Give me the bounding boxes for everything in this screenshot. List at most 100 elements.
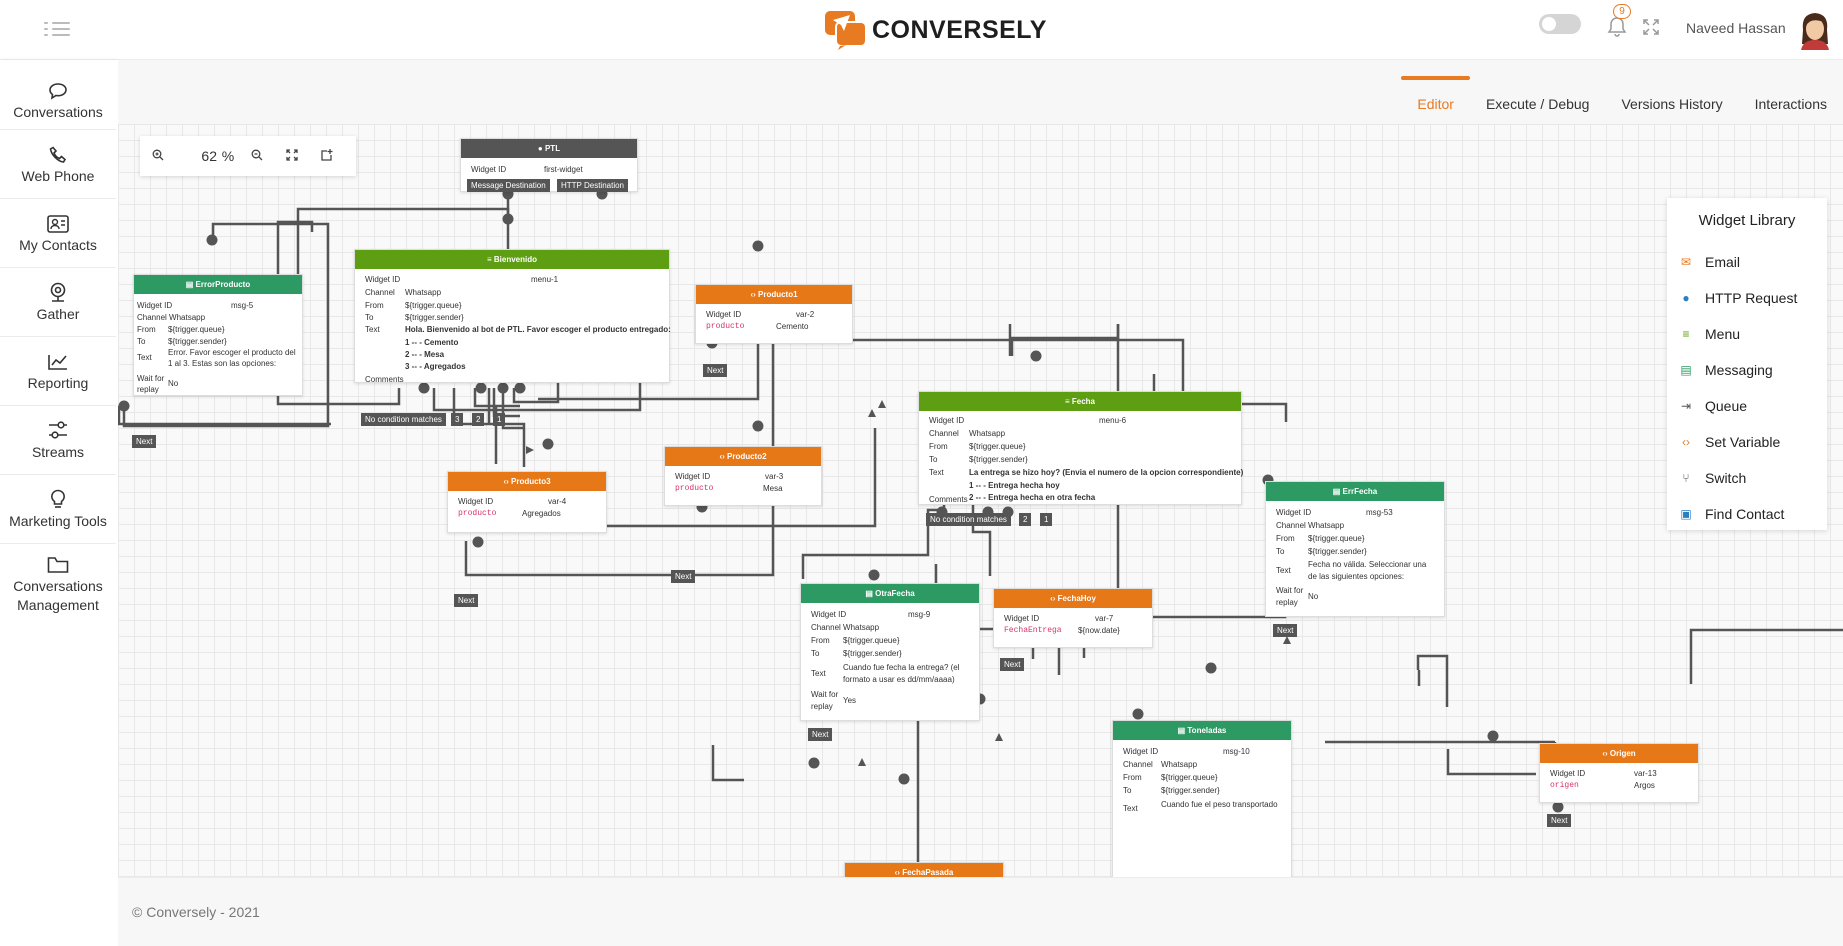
brand[interactable]: CONVERSELY: [824, 10, 1047, 50]
node-origen[interactable]: ‹› Origen Widget ID var-13 origen Argos: [1539, 743, 1699, 803]
sidebar-item-conversations-management[interactable]: Conversations Management: [0, 544, 116, 622]
port-message-destination[interactable]: Message Destination: [467, 179, 550, 192]
menu-toggle-icon[interactable]: [44, 20, 70, 38]
sidebar-item-streams[interactable]: Streams: [0, 406, 116, 475]
port-option-1[interactable]: 1: [493, 413, 506, 426]
fullscreen-icon[interactable]: [1642, 18, 1660, 36]
port-next[interactable]: Next: [1273, 624, 1298, 637]
lightbulb-icon: [51, 489, 65, 508]
footer: © Conversely - 2021: [118, 877, 1843, 946]
add-widget-icon[interactable]: [309, 148, 344, 164]
zoom-in-icon[interactable]: [140, 148, 175, 164]
tab-interactions[interactable]: Interactions: [1754, 96, 1827, 112]
flow-canvas[interactable]: 62 % ● PTL Widget ID first-widget Messag…: [118, 124, 1843, 877]
sidebar-item-conversations[interactable]: Conversations: [0, 68, 116, 130]
port-next[interactable]: Next: [1000, 658, 1025, 671]
user-name[interactable]: Naveed Hassan: [1686, 20, 1786, 36]
wait-value: Yes: [843, 696, 857, 705]
field-label: Comments: [929, 495, 968, 504]
node-error-producto[interactable]: ▤ ErrorProducto Widget ID msg-5 Channel …: [133, 274, 303, 396]
text-value: 1 al 3. Estas son las opciones:: [168, 359, 277, 368]
text-value: Cuando fue fecha la entrega? (el: [843, 663, 960, 672]
port-next[interactable]: Next: [671, 570, 696, 583]
node-otra-fecha[interactable]: ▤ OtraFecha Widget ID msg-9 Channel What…: [800, 583, 980, 721]
sidebar-item-gather[interactable]: Gather: [0, 268, 116, 337]
sidebar-item-label: Reporting: [27, 375, 89, 391]
port-no-condition[interactable]: No condition matches: [926, 513, 1011, 526]
chat-bubble-icon: [49, 83, 67, 100]
node-fecha[interactable]: ≡ Fecha Widget ID menu-6 Channel Whatsap…: [918, 391, 1243, 505]
widget-queue[interactable]: ⇥ Queue: [1667, 388, 1827, 424]
widget-id-value: msg-53: [1366, 508, 1393, 517]
menu-icon: ≡: [1682, 327, 1690, 341]
node-fecha-hoy[interactable]: ‹› FechaHoy Widget ID var-7 FechaEntrega…: [993, 588, 1153, 648]
widget-label: Email: [1705, 254, 1741, 270]
field-label: Text: [1276, 566, 1291, 575]
widget-set-variable[interactable]: ‹› Set Variable: [1667, 424, 1827, 460]
variable-name: FechaEntrega: [1004, 626, 1062, 635]
widget-label: Menu: [1705, 326, 1741, 342]
menu-option: 1 -- - Entrega hecha hoy: [969, 481, 1060, 490]
port-option-2[interactable]: 2: [472, 413, 485, 426]
tab-editor[interactable]: Editor: [1401, 76, 1470, 124]
theme-toggle[interactable]: [1539, 14, 1581, 34]
widget-id-value: var-7: [1095, 614, 1114, 623]
widget-http-request[interactable]: ● HTTP Request: [1667, 280, 1827, 316]
fit-to-screen-icon[interactable]: [274, 148, 309, 164]
widget-id-value: menu-1: [531, 275, 559, 284]
to-value: ${trigger.sender}: [969, 455, 1028, 464]
from-value: ${trigger.queue}: [843, 636, 900, 645]
sidebar-item-my-contacts[interactable]: My Contacts: [0, 199, 116, 268]
node-title: ▤ Toneladas: [1113, 721, 1291, 740]
port-option-3[interactable]: 3: [451, 413, 464, 426]
sidebar-item-marketing-tools[interactable]: Marketing Tools: [0, 475, 116, 544]
field-label: From: [811, 636, 830, 645]
field-label: Channel: [365, 288, 395, 297]
widget-label: Switch: [1705, 470, 1747, 486]
node-bienvenido[interactable]: ≡ Bienvenido Widget ID menu-1 Channel Wh…: [354, 249, 671, 384]
field-label: From: [929, 442, 948, 451]
sidebar-item-reporting[interactable]: Reporting: [0, 337, 116, 406]
port-next[interactable]: Next: [454, 594, 479, 607]
port-http-destination[interactable]: HTTP Destination: [557, 179, 628, 192]
node-ptl[interactable]: ● PTL Widget ID first-widget Message Des…: [460, 138, 638, 192]
bell-icon[interactable]: [1607, 16, 1627, 38]
widget-label: Set Variable: [1705, 434, 1781, 450]
node-fecha-pasada[interactable]: ‹› FechaPasada: [844, 862, 1004, 877]
zoom-out-icon[interactable]: [239, 148, 274, 164]
port-next[interactable]: Next: [132, 435, 157, 448]
field-label: Widget ID: [706, 310, 742, 319]
widget-messaging[interactable]: ▤ Messaging: [1667, 352, 1827, 388]
node-err-fecha[interactable]: ▤ ErrFecha Widget ID msg-53 Channel What…: [1265, 481, 1445, 617]
widget-menu[interactable]: ≡ Menu: [1667, 316, 1827, 352]
tab-versions-history[interactable]: Versions History: [1621, 96, 1723, 112]
field-label: replay: [137, 385, 159, 394]
node-producto3[interactable]: ‹› Producto3 Widget ID var-4 producto Ag…: [447, 471, 607, 533]
field-label: From: [1123, 773, 1142, 782]
sidebar-item-label: Web Phone: [21, 168, 95, 184]
widget-find-contact[interactable]: ▣ Find Contact: [1667, 496, 1827, 532]
from-value: ${trigger.queue}: [1308, 534, 1365, 543]
to-value: ${trigger.sender}: [168, 337, 227, 346]
webcam-icon: [50, 282, 66, 302]
widget-switch[interactable]: ⑂ Switch: [1667, 460, 1827, 496]
text-value: Fecha no válida. Seleccionar una: [1308, 560, 1427, 569]
field-label: Channel: [929, 429, 959, 438]
port-next[interactable]: Next: [703, 364, 728, 377]
email-icon: ✉: [1680, 255, 1692, 269]
avatar[interactable]: [1798, 10, 1832, 50]
node-toneladas[interactable]: ▤ Toneladas Widget ID msg-10 Channel Wha…: [1112, 720, 1292, 877]
port-next[interactable]: Next: [1547, 814, 1572, 827]
port-option-2[interactable]: 2: [1019, 513, 1032, 526]
port-option-1[interactable]: 1: [1040, 513, 1053, 526]
port-next[interactable]: Next: [808, 728, 833, 741]
field-label: Widget ID: [675, 472, 711, 481]
port-no-condition[interactable]: No condition matches: [361, 413, 446, 426]
node-producto1[interactable]: ‹› Producto1 Widget ID var-2 producto Ce…: [695, 284, 853, 344]
tab-execute-debug[interactable]: Execute / Debug: [1485, 96, 1590, 112]
menu-option: 3 -- - Agregados: [405, 362, 466, 371]
field-label: Widget ID: [471, 165, 507, 174]
node-producto2[interactable]: ‹› Producto2 Widget ID var-3 producto Me…: [664, 446, 822, 506]
widget-email[interactable]: ✉ Email: [1667, 244, 1827, 280]
sidebar-item-web-phone[interactable]: Web Phone: [0, 130, 116, 199]
